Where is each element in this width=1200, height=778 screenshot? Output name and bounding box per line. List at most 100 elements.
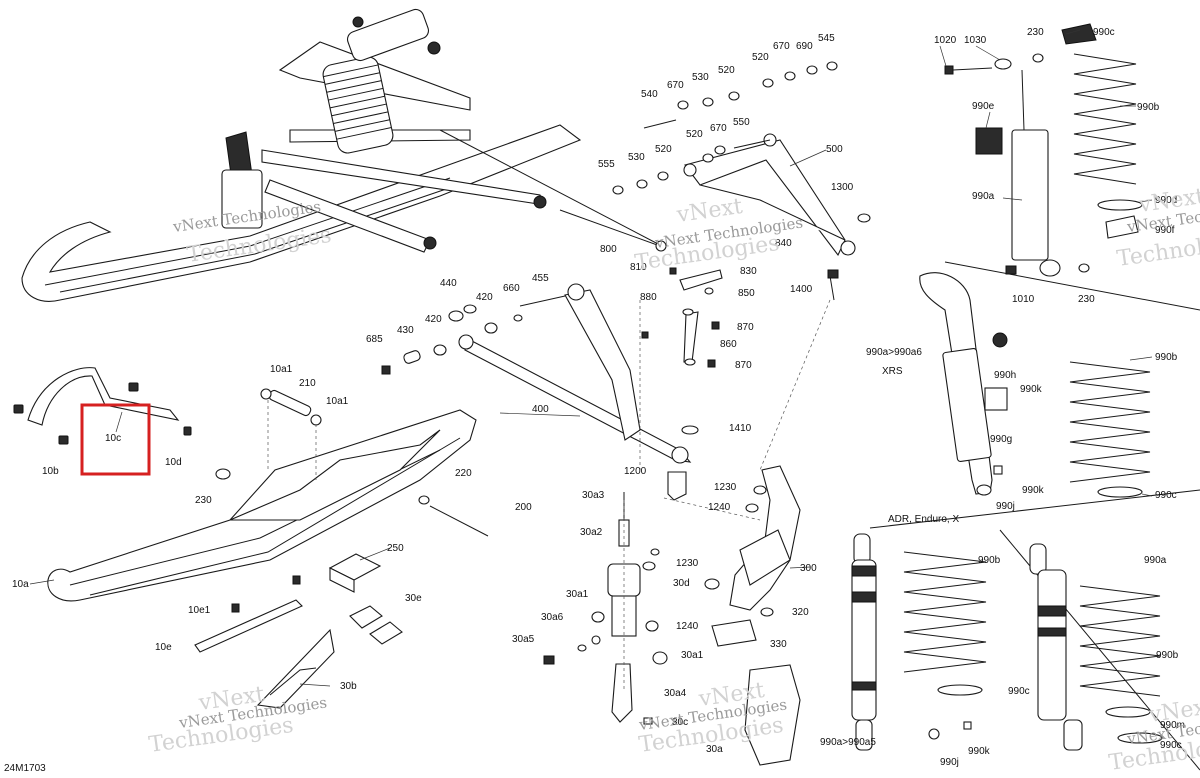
callout: 520 xyxy=(686,129,703,140)
callout: 420 xyxy=(476,292,493,303)
callout: 30b xyxy=(340,681,357,692)
callout: 520 xyxy=(655,144,672,155)
callout: 810 xyxy=(630,262,647,273)
callout: 30a3 xyxy=(582,490,605,501)
callout: 320 xyxy=(792,607,809,618)
callout: 30a4 xyxy=(664,688,687,699)
callout: 990c xyxy=(1160,740,1182,751)
callout: 230 xyxy=(1078,294,1095,305)
callout: 990b xyxy=(1155,352,1178,363)
callout: 10a xyxy=(12,579,29,590)
callout: 30a2 xyxy=(580,527,603,538)
section-title-xrs: XRS xyxy=(882,366,903,377)
callout: 10a1 xyxy=(270,364,293,375)
lower-a-arm xyxy=(381,267,839,501)
shock-adr-left xyxy=(851,533,987,751)
callout: 990h xyxy=(994,370,1016,381)
callout: 1240 xyxy=(708,502,731,513)
callout: 1230 xyxy=(714,482,737,493)
callout: 540 xyxy=(641,89,658,100)
callout: 990a xyxy=(1144,555,1167,566)
callout: 990b xyxy=(1156,650,1179,661)
callout: 990k xyxy=(1020,384,1043,395)
callout: 670 xyxy=(710,123,727,134)
callout: 800 xyxy=(600,244,617,255)
callout: 300 xyxy=(800,563,817,574)
callout: 990f xyxy=(1155,225,1175,236)
ski-suspension-assembly xyxy=(21,8,661,302)
callout: 990j xyxy=(940,757,959,768)
callout: 10e1 xyxy=(188,605,211,616)
callout: 690 xyxy=(796,41,813,52)
callout: 990g xyxy=(990,434,1012,445)
callout: 30a6 xyxy=(541,612,564,623)
callout: 520 xyxy=(752,52,769,63)
callout: 10d xyxy=(165,457,182,468)
callout: 1400 xyxy=(790,284,813,295)
highlight-box xyxy=(80,403,151,476)
callout: 880 xyxy=(640,292,657,303)
callout: 30a xyxy=(706,744,723,755)
callout: 500 xyxy=(826,144,843,155)
callout: 830 xyxy=(740,266,757,277)
callout: 1020 xyxy=(934,35,957,46)
callout: 990k xyxy=(968,746,991,757)
callout: 550 xyxy=(733,117,750,128)
callout: 420 xyxy=(425,314,442,325)
callout: 1300 xyxy=(831,182,854,193)
shock-adr-right xyxy=(1029,543,1163,751)
callout: 545 xyxy=(818,33,835,44)
callout: 530 xyxy=(692,72,709,83)
callout: 660 xyxy=(503,283,520,294)
callout: 1410 xyxy=(729,423,752,434)
callout: 990k xyxy=(1022,485,1045,496)
callout: 455 xyxy=(532,273,549,284)
callout: 530 xyxy=(628,152,645,163)
callout: 1240 xyxy=(676,621,699,632)
callout: 990c xyxy=(1155,490,1177,501)
section-title-adr: ADR, Enduro, X xyxy=(888,514,959,525)
callout: 860 xyxy=(720,339,737,350)
callout: 990m xyxy=(1160,720,1185,731)
callout: 30c xyxy=(672,717,688,728)
ski-exploded xyxy=(13,367,489,709)
callout: 990a xyxy=(972,191,995,202)
callout: 990a>990a5 xyxy=(820,737,876,748)
callout: 670 xyxy=(773,41,790,52)
shock-top-right xyxy=(944,23,1143,277)
callout: 30d xyxy=(673,578,690,589)
callout highlighted: 10c xyxy=(105,433,121,444)
callout: 400 xyxy=(532,404,549,415)
callout: 30e xyxy=(405,593,422,604)
reference-lines xyxy=(267,299,831,690)
callout: 10e xyxy=(155,642,172,653)
callout: 520 xyxy=(718,65,735,76)
callout: 870 xyxy=(735,360,752,371)
callout: 430 xyxy=(397,325,414,336)
callout: 990a>990a6 xyxy=(866,347,922,358)
callout: 1230 xyxy=(676,558,699,569)
callout: 990j xyxy=(996,501,1015,512)
callout: 1030 xyxy=(964,35,987,46)
callout-labels: 1020 1030 230 990c 990b 990e 990a 990d 9… xyxy=(12,27,1185,768)
callout: 230 xyxy=(195,495,212,506)
callout: 250 xyxy=(387,543,404,554)
callout: 1200 xyxy=(624,466,647,477)
callout: 30a5 xyxy=(512,634,535,645)
callout: 30a1 xyxy=(681,650,704,661)
callout: 850 xyxy=(738,288,755,299)
callout: 670 xyxy=(667,80,684,91)
leader-lines xyxy=(29,29,1153,687)
callout: 10b xyxy=(42,466,59,477)
callout: 10a1 xyxy=(326,396,349,407)
callout: 220 xyxy=(455,468,472,479)
callout: 990b xyxy=(1137,102,1160,113)
callout: 990d xyxy=(1155,195,1177,206)
callout: 990c xyxy=(1008,686,1030,697)
callout: 30a1 xyxy=(566,589,589,600)
callout: 230 xyxy=(1027,27,1044,38)
callout: 990b xyxy=(978,555,1001,566)
callout: 200 xyxy=(515,502,532,513)
callout: 990e xyxy=(972,101,995,112)
